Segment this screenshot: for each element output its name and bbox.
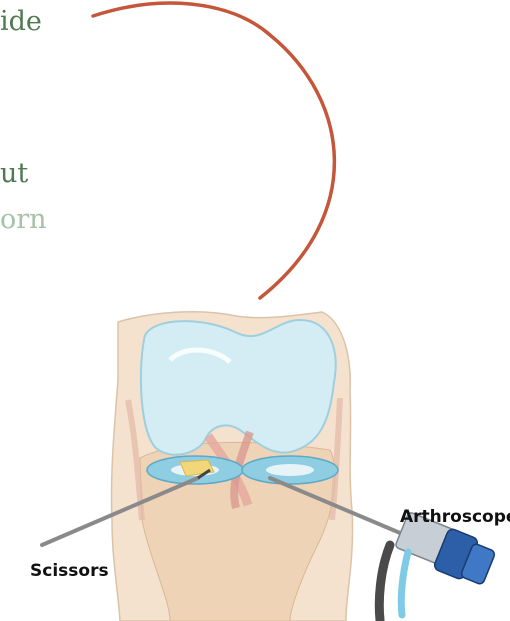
scissors-label: Scissors (30, 561, 109, 581)
arthroscope-label: Arthroscope (400, 507, 510, 527)
